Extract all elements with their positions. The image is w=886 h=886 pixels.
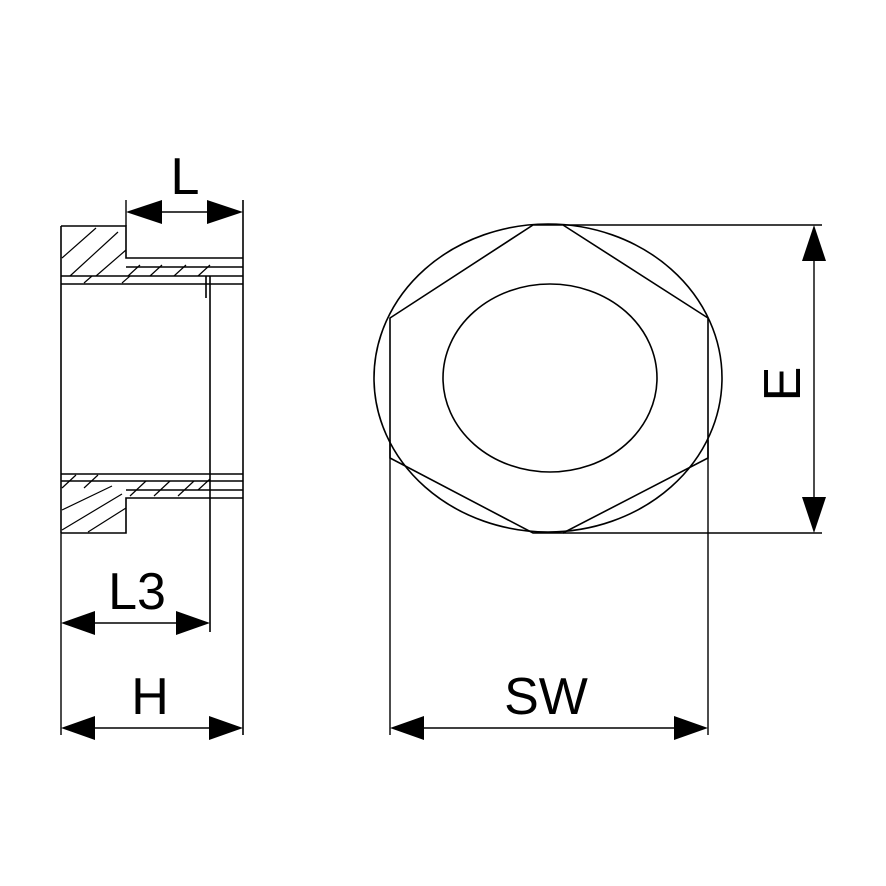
outer-circle <box>373 223 723 533</box>
hatch-top-block <box>61 227 127 277</box>
dimension-SW: SW <box>389 440 709 740</box>
hatch-bottom-thread <box>61 474 211 497</box>
dimension-L: L <box>125 148 243 226</box>
hexagon <box>389 224 709 534</box>
section-outline <box>60 200 244 735</box>
dimension-E: E <box>563 224 826 534</box>
label-H: H <box>131 668 169 726</box>
side-section-view <box>60 200 244 735</box>
hatch-bottom-block <box>61 485 127 533</box>
dimension-H: H <box>61 668 243 740</box>
label-L3: L3 <box>108 563 166 621</box>
label-SW: SW <box>504 668 588 726</box>
label-L: L <box>171 148 200 206</box>
bore-circle <box>442 283 658 473</box>
label-E: E <box>754 367 812 402</box>
dimension-L3: L3 <box>60 533 210 735</box>
front-view <box>373 223 723 534</box>
